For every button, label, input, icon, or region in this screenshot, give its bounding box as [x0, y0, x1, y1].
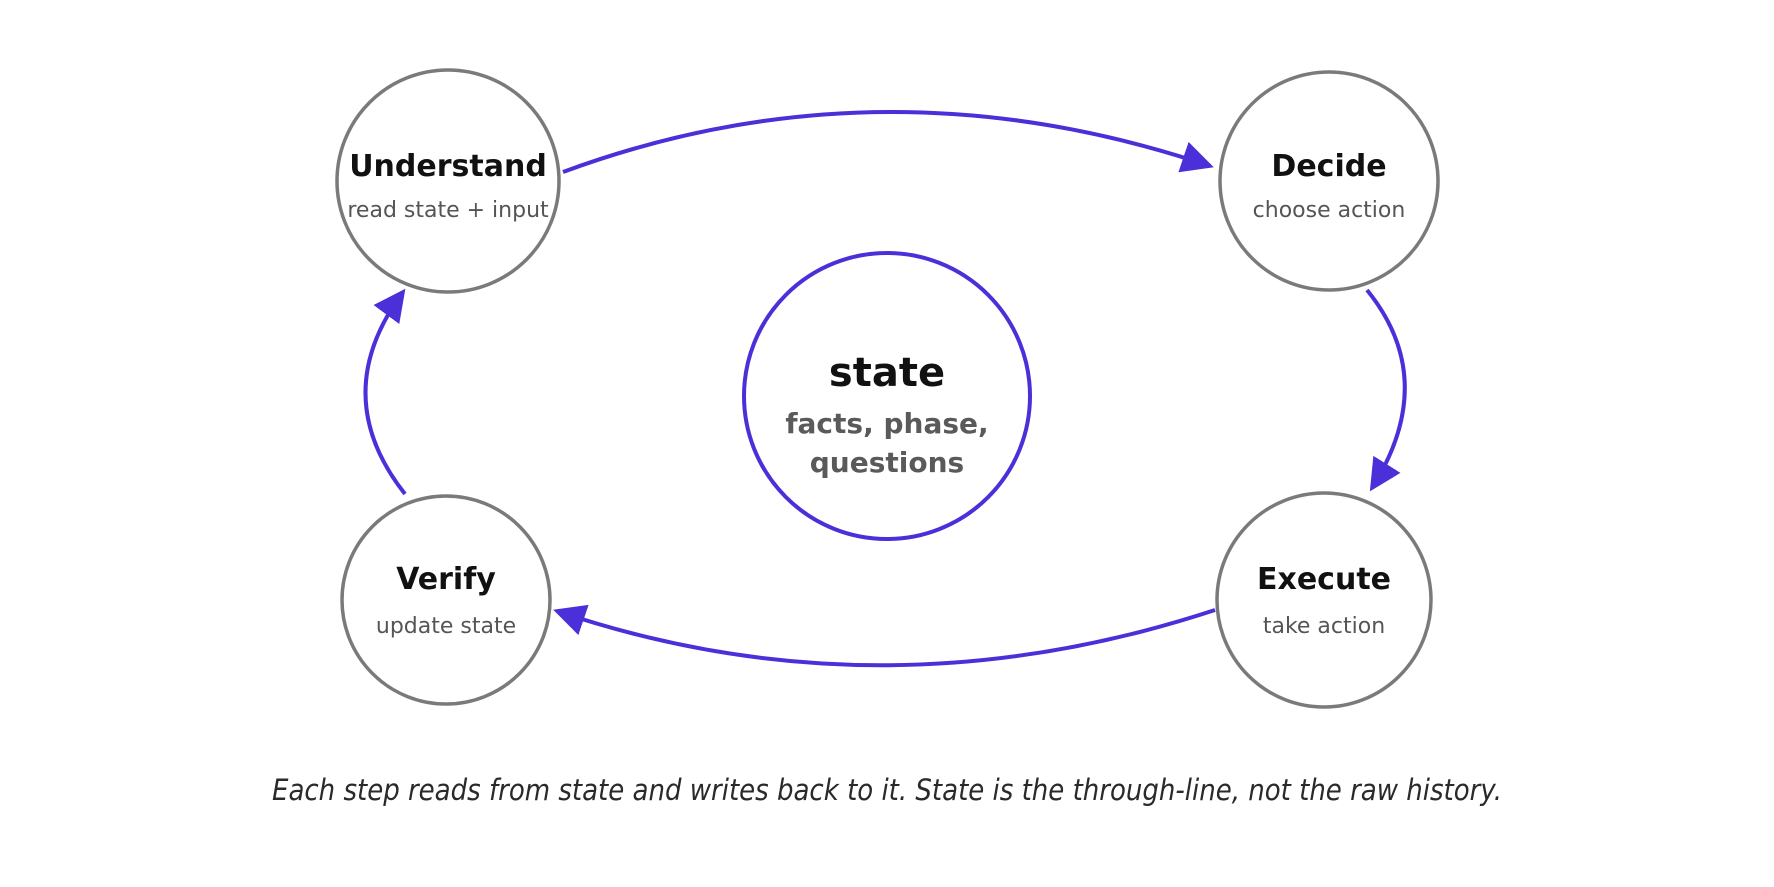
node-state-title: state	[829, 350, 945, 396]
node-verify-title: Verify	[396, 562, 496, 597]
node-verify-subtitle: update state	[376, 614, 516, 639]
node-execute-title: Execute	[1257, 562, 1391, 597]
node-decide: Decide choose action	[1218, 70, 1440, 292]
arrow-execute-to-verify	[553, 604, 1216, 668]
node-understand-subtitle: read state + input	[347, 198, 549, 223]
node-state-ring	[742, 251, 1032, 541]
arrow-verify-to-understand	[363, 288, 407, 496]
node-understand-ring	[335, 68, 561, 294]
node-execute-subtitle: take action	[1263, 614, 1385, 639]
caption: Each step reads from state and writes ba…	[272, 773, 1502, 807]
node-verify: Verify update state	[340, 494, 552, 706]
node-verify-ring	[340, 494, 552, 706]
node-decide-title: Decide	[1271, 149, 1386, 184]
node-state: state facts, phase, questions	[742, 251, 1032, 541]
node-execute: Execute take action	[1215, 491, 1433, 709]
node-understand-title: Understand	[349, 149, 547, 184]
arrow-decide-to-execute	[1365, 288, 1407, 492]
node-state-subtitle-line-1: facts, phase,	[785, 407, 988, 440]
node-decide-subtitle: choose action	[1253, 198, 1406, 223]
node-execute-ring	[1215, 491, 1433, 709]
node-understand: Understand read state + input	[335, 68, 561, 294]
node-decide-ring	[1218, 70, 1440, 292]
node-state-subtitle-line-2: questions	[810, 446, 964, 479]
arrow-understand-to-decide	[562, 110, 1214, 174]
